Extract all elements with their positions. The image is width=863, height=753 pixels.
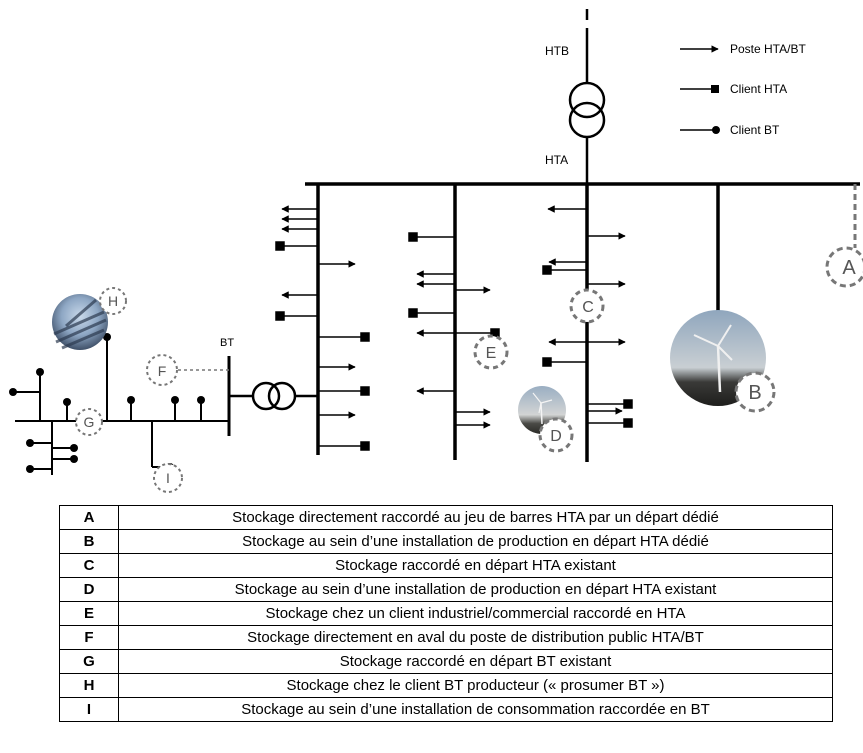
marker-c: C — [571, 290, 603, 322]
row-key: F — [60, 626, 119, 650]
svg-text:H: H — [108, 293, 118, 309]
row-key: I — [60, 698, 119, 722]
htb-label: HTB — [545, 44, 569, 58]
row-key: G — [60, 650, 119, 674]
row-text: Stockage raccordé en départ BT existant — [119, 650, 833, 674]
htb-hta-transformer — [570, 9, 604, 184]
marker-b: B — [736, 373, 774, 411]
row-text: Stockage au sein d’une installation de p… — [119, 530, 833, 554]
key-poste: Poste HTA/BT — [680, 42, 806, 56]
key-client-bt-label: Client BT — [730, 123, 780, 137]
row-key: B — [60, 530, 119, 554]
svg-text:F: F — [158, 363, 167, 379]
svg-text:C: C — [582, 299, 594, 316]
svg-text:E: E — [486, 345, 497, 362]
row-text: Stockage au sein d’une installation de c… — [119, 698, 833, 722]
key-poste-label: Poste HTA/BT — [730, 42, 806, 56]
key-client-hta-label: Client HTA — [730, 82, 787, 96]
key-client-hta: Client HTA — [680, 82, 787, 96]
svg-text:A: A — [842, 257, 856, 279]
row-text: Stockage chez le client BT producteur («… — [119, 674, 833, 698]
key-client-bt: Client BT — [680, 123, 780, 137]
row-text: Stockage directement raccordé au jeu de … — [119, 506, 833, 530]
marker-d: D — [540, 419, 572, 451]
bt-network — [9, 333, 229, 475]
network-diagram: Poste HTA/BT Client HTA Client BT HTB HT… — [0, 0, 863, 500]
row-key: C — [60, 554, 119, 578]
row-text: Stockage raccordé en départ HTA existant — [119, 554, 833, 578]
hta-label: HTA — [545, 153, 568, 167]
solar-panel-image — [52, 294, 108, 350]
svg-text:B: B — [748, 382, 761, 404]
marker-g: G — [76, 409, 102, 435]
marker-a: A — [827, 248, 863, 286]
row-key: E — [60, 602, 119, 626]
row-key: A — [60, 506, 119, 530]
marker-f: F — [147, 355, 177, 385]
hta-bt-transformer — [229, 383, 318, 409]
row-text: Stockage chez un client industriel/comme… — [119, 602, 833, 626]
marker-h: H — [100, 288, 126, 314]
bt-label: BT — [220, 337, 234, 349]
svg-text:I: I — [166, 470, 170, 486]
marker-e: E — [475, 336, 507, 368]
row-text: Stockage directement en aval du poste de… — [119, 626, 833, 650]
row-text: Stockage au sein d’une installation de p… — [119, 578, 833, 602]
hta-feeder-2 — [409, 184, 499, 460]
marker-i: I — [154, 464, 182, 492]
hta-feeder-1 — [276, 184, 369, 455]
svg-text:D: D — [550, 428, 562, 445]
row-key: D — [60, 578, 119, 602]
row-key: H — [60, 674, 119, 698]
svg-text:G: G — [84, 414, 95, 430]
